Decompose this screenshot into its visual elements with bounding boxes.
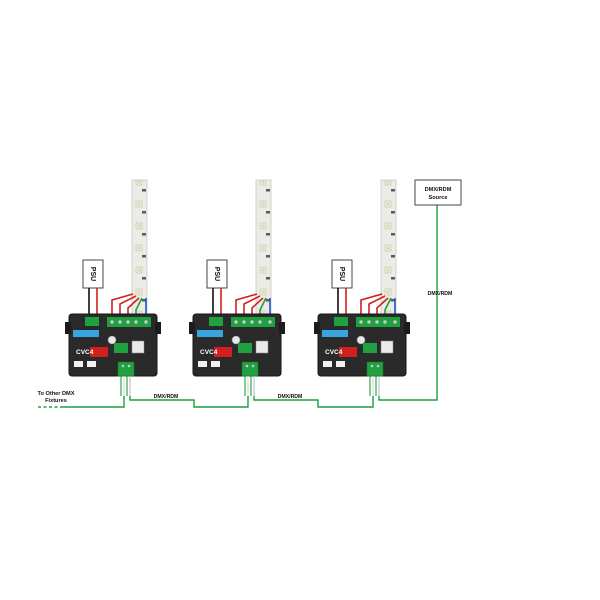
to-other-fixtures-line1: To Other DMX <box>38 391 75 397</box>
dmx-rdm-label-1: DMX/RDM <box>154 394 179 400</box>
dmx-rdm-label-vertical: DMX/RDM <box>428 291 453 297</box>
dmx-chain-line <box>61 205 438 408</box>
psu-label-3: PSU <box>338 267 345 281</box>
device-3 <box>313 179 411 397</box>
device-2 <box>188 179 286 397</box>
to-other-fixtures-line2: Fixtures <box>45 398 67 404</box>
dmx-source-label-line1: DMX/RDM <box>425 187 452 193</box>
dmx-source-box <box>414 179 462 206</box>
psu-label-2: PSU <box>213 267 220 281</box>
dmx-rdm-label-2: DMX/RDM <box>278 394 303 400</box>
device-model-label-3: CVC4 <box>325 349 343 356</box>
psu-label-1: PSU <box>89 267 96 281</box>
device-1 <box>64 179 162 397</box>
device-model-label-2: CVC4 <box>200 349 218 356</box>
dmx-source-label-line2: Source <box>429 195 448 201</box>
device-model-label-1: CVC4 <box>76 349 94 356</box>
